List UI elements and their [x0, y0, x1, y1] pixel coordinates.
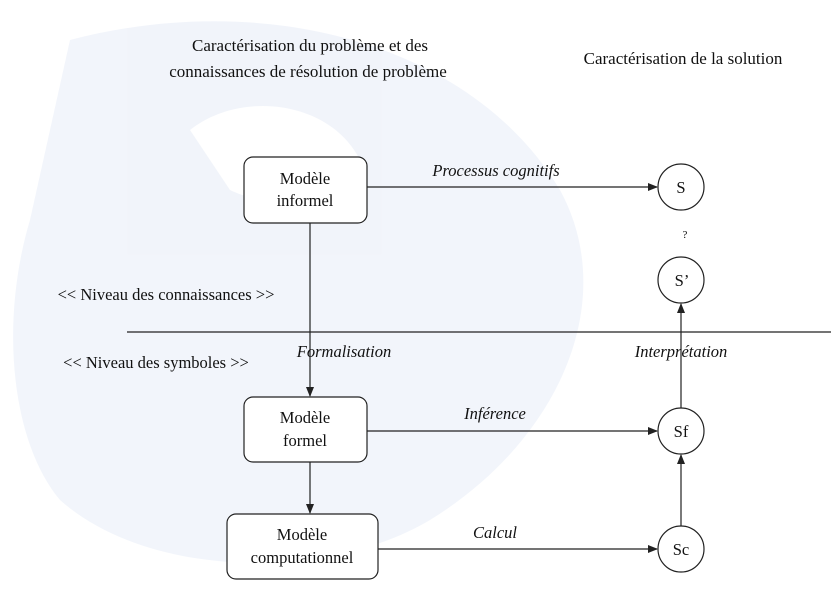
- symbols-level-label: << Niveau des symboles >>: [63, 353, 249, 372]
- left-heading-line2: connaissances de résolution de problème: [169, 62, 447, 81]
- inference-label: Inférence: [463, 404, 526, 423]
- s-prime-node-label: S’: [675, 271, 690, 290]
- cognitive-process-label: Processus cognitifs: [431, 161, 559, 180]
- calcul-label: Calcul: [473, 523, 517, 542]
- computational-model-box: [226, 513, 379, 580]
- question-mark: ?: [683, 229, 688, 241]
- s-node: [657, 163, 705, 211]
- knowledge-level-label: << Niveau des connaissances >>: [58, 285, 275, 304]
- informal-model-line1: Modèle: [280, 169, 330, 188]
- computational-model-line1: Modèle: [277, 525, 327, 544]
- formal-model-line1: Modèle: [280, 408, 330, 427]
- s-node-label: S: [676, 178, 685, 197]
- sc-node-label: Sc: [673, 540, 690, 559]
- interpretation-label: Interprétation: [634, 342, 728, 361]
- informal-model-line2: informel: [277, 191, 334, 210]
- informal-model-box: [243, 156, 368, 224]
- formalisation-label: Formalisation: [296, 342, 391, 361]
- left-heading-line1: Caractérisation du problème et des: [192, 36, 428, 55]
- formal-model-line2: formel: [283, 431, 327, 450]
- right-heading: Caractérisation de la solution: [584, 49, 783, 68]
- sf-node-label: Sf: [674, 422, 689, 441]
- formal-model-box: [243, 396, 368, 463]
- computational-model-line2: computationnel: [251, 548, 354, 567]
